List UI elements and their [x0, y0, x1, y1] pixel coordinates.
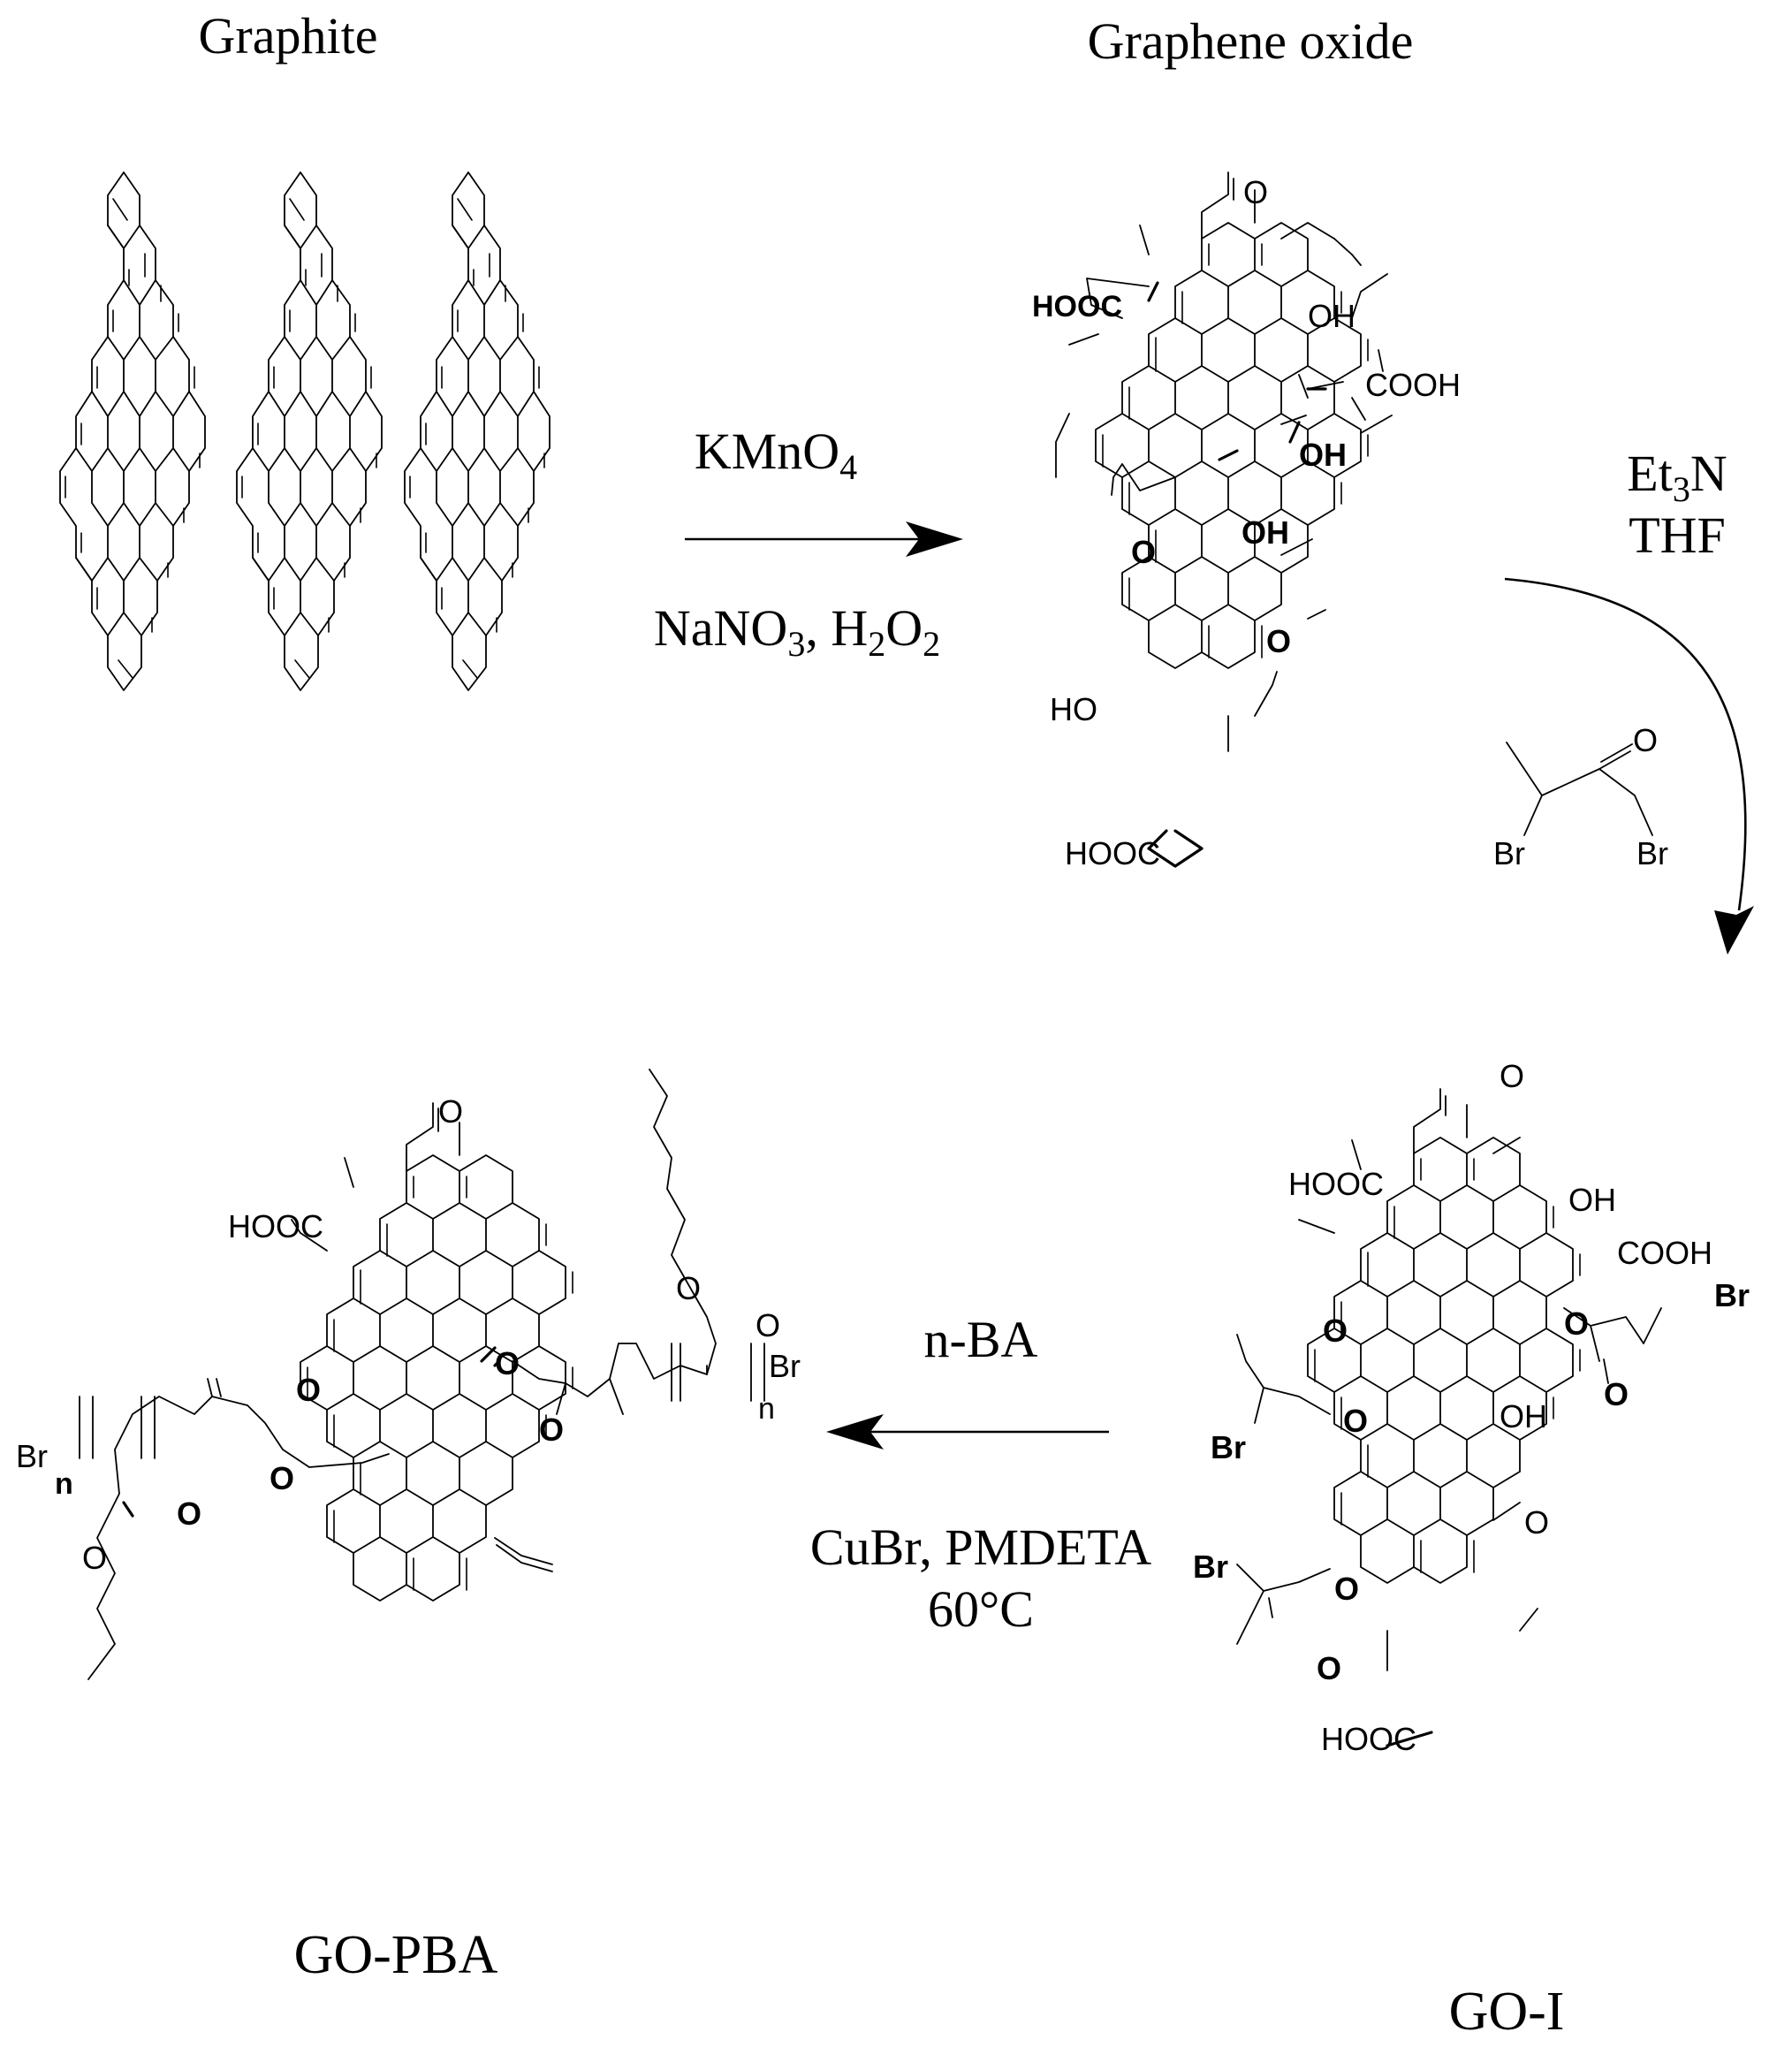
gopba-label-n-right: n: [758, 1392, 775, 1426]
step2-reagent-line1: Et3N: [1627, 445, 1727, 509]
step2-reagent-molecule: O Br Br: [1493, 722, 1668, 871]
gopba-label-o-carbonyl-right: O: [539, 1412, 564, 1448]
caption-go-pba: GO-PBA: [294, 1925, 498, 1985]
step3-arrowhead: [826, 1414, 884, 1450]
go-label-ho: HO: [1050, 691, 1097, 727]
step2-mol-br-2: Br: [1636, 835, 1668, 871]
goi-label-o-ester-left-2: O: [1334, 1571, 1359, 1607]
goi-label-oh-1: OH: [1568, 1182, 1616, 1218]
reaction-step-1: KMnO4 NaNO3, H2O2: [654, 422, 963, 664]
go-label-oh-bold-2: OH: [1241, 514, 1289, 551]
step1-reagent-top: KMnO4: [695, 422, 857, 487]
gopba-label-n-left: n: [55, 1467, 73, 1501]
step1-arrowhead: [906, 521, 963, 557]
go-label-o-top: O: [1243, 174, 1268, 210]
gopba-label-o-carbonyl-right-2: O: [756, 1307, 780, 1343]
graphite-layer-2: [236, 171, 383, 691]
gopba-label-o-butyl-right: O: [676, 1270, 701, 1306]
goi-label-o-carbonyl-right: O: [1604, 1376, 1629, 1412]
go-label-oh-1: OH: [1308, 298, 1355, 334]
goi-label-br-left-2: Br: [1193, 1549, 1228, 1585]
goi-label-o-ester-right: O: [1564, 1305, 1589, 1342]
graphite-layer-3: [404, 171, 551, 691]
go-label-o-epoxide-2: O: [1266, 623, 1291, 659]
goi-label-o-carbonyl-left-2: O: [1317, 1650, 1341, 1686]
graphene-oxide-title: Graphene oxide: [1088, 12, 1414, 70]
caption-go-i: GO-I: [1449, 1982, 1565, 2042]
step3-reagent-top: n-BA: [924, 1311, 1038, 1368]
goi-label-o-epoxide: O: [1524, 1504, 1549, 1541]
gopba-label-o-carbonyl-left: O: [296, 1372, 321, 1408]
step2-arrowhead: [1714, 906, 1754, 955]
goi-label-oh-2: OH: [1500, 1398, 1547, 1434]
gopba-label-o-carbonyl-left-2: O: [177, 1495, 201, 1532]
step2-reagent-line2: THF: [1629, 506, 1726, 564]
go-label-hooc-bottom: HOOC: [1065, 835, 1160, 871]
step2-curved-arrow: [1504, 577, 1747, 911]
graphite-structure: [59, 171, 551, 691]
goi-label-o-top: O: [1500, 1058, 1524, 1094]
go-pba-structure: O HOOC O O O O Br n Br n O O O O: [16, 1069, 801, 1680]
gopba-label-o-butyl-left: O: [82, 1540, 107, 1576]
go-i-structure: O HOOC OH COOH O Br O O O Br OH O Br O O…: [1193, 1058, 1750, 1757]
goi-label-o-ester-left-1: O: [1343, 1403, 1368, 1439]
gopba-label-br-right: Br: [769, 1348, 801, 1384]
graphite-title: Graphite: [199, 7, 378, 65]
gopba-label-o-ester-left: O: [270, 1460, 294, 1496]
gopba-label-o-ester-right: O: [495, 1345, 520, 1381]
go-label-o-epoxide-1: O: [1131, 534, 1156, 570]
gopba-label-br-left: Br: [16, 1438, 48, 1474]
goi-label-br-left-1: Br: [1211, 1429, 1246, 1465]
step2-mol-br-1: Br: [1493, 835, 1525, 871]
goi-label-cooh: COOH: [1617, 1235, 1712, 1271]
go-label-oh-bold-1: OH: [1299, 437, 1347, 473]
graphene-oxide-structure: O HOOC OH COOH OH OH O O HO HOOC: [1032, 171, 1461, 871]
step3-reagent-bottom-2: 60°C: [928, 1580, 1034, 1638]
gopba-label-o-top: O: [438, 1093, 463, 1130]
step1-reagent-bottom: NaNO3, H2O2: [654, 599, 940, 664]
reaction-step-3: n-BA CuBr, PMDETA 60°C: [810, 1311, 1151, 1638]
goi-label-hooc-bottom: HOOC: [1321, 1721, 1416, 1757]
goi-label-hooc-top: HOOC: [1288, 1166, 1384, 1202]
graphite-layer-1: [59, 171, 206, 691]
goi-label-o-carbonyl-left-1: O: [1323, 1313, 1348, 1349]
go-label-cooh: COOH: [1365, 367, 1461, 403]
reaction-step-2: Et3N THF O Br Br: [1493, 445, 1754, 955]
go-label-hooc-bold: HOOC: [1032, 290, 1122, 323]
goi-label-br-right: Br: [1714, 1277, 1750, 1313]
step2-mol-o: O: [1633, 722, 1658, 758]
step3-reagent-bottom-1: CuBr, PMDETA: [810, 1518, 1151, 1576]
gopba-label-hooc: HOOC: [228, 1208, 323, 1244]
